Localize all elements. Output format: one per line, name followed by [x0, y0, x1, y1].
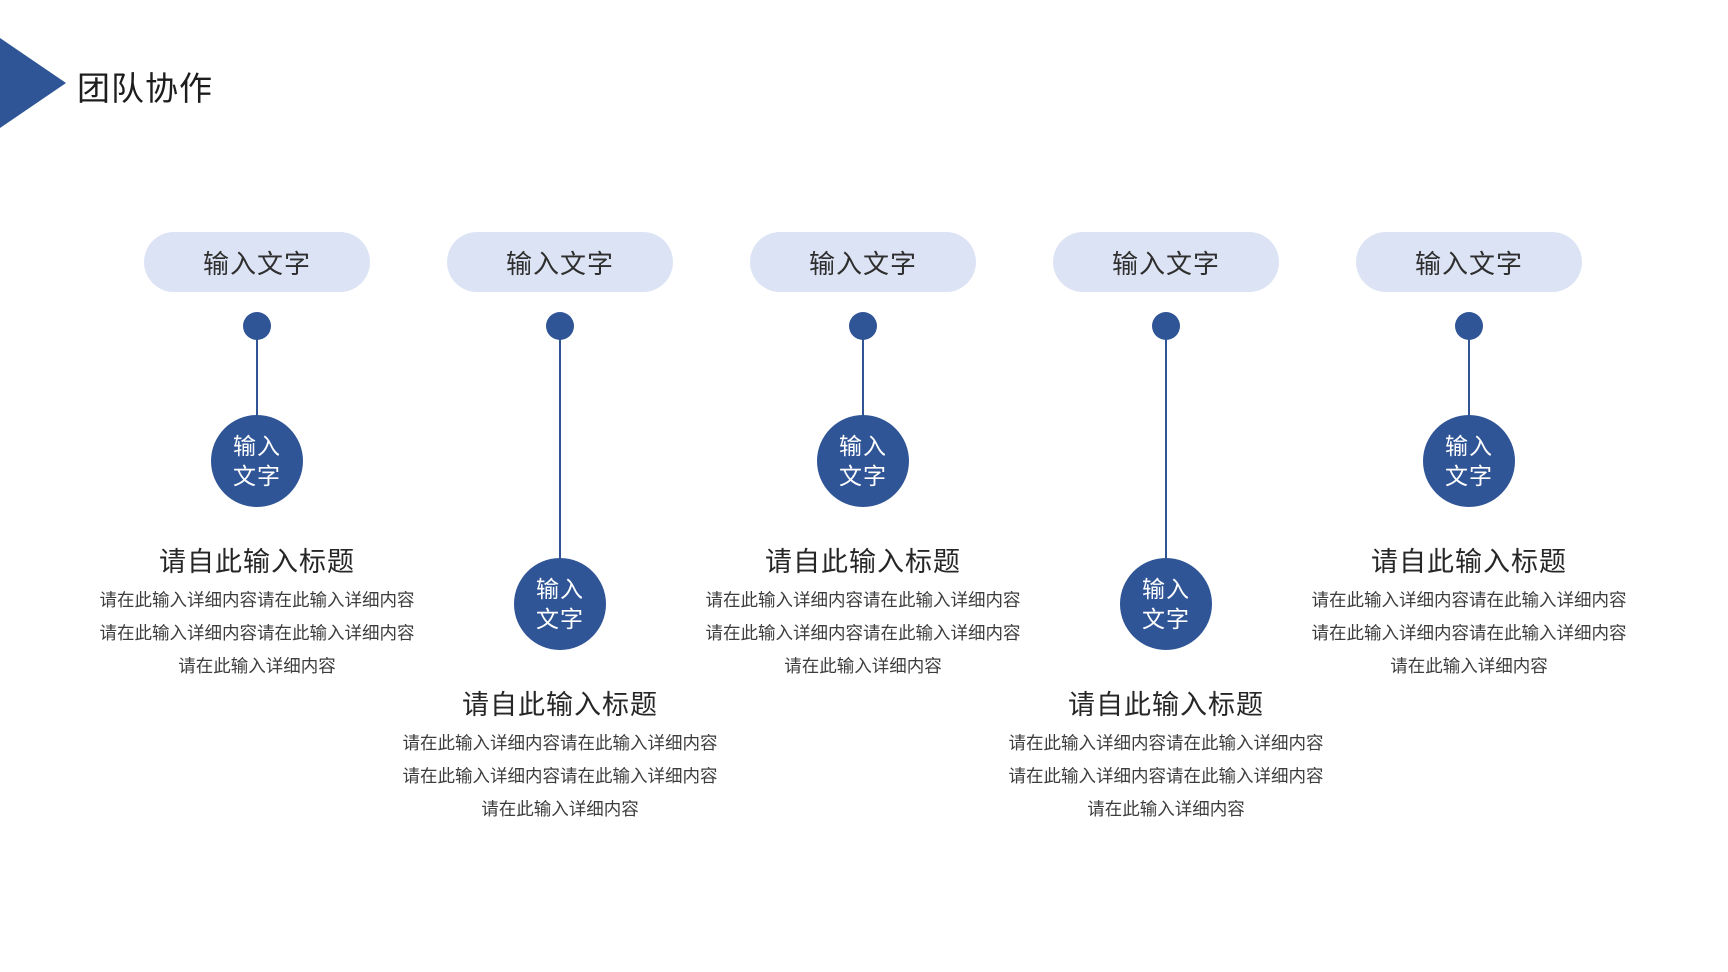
team-step-column-3: 输入文字 输入 文字 请自此输入标题 请在此输入详细内容请在此输入详细内容 请在…	[683, 0, 1043, 972]
step-pill-label[interactable]: 输入文字	[1356, 232, 1582, 292]
timeline-dot-icon	[1455, 312, 1483, 340]
step-node-circle[interactable]: 输入 文字	[1120, 558, 1212, 650]
step-description[interactable]: 请在此输入详细内容请在此输入详细内容 请在此输入详细内容请在此输入详细内容 请在…	[77, 584, 437, 683]
step-pill-label[interactable]: 输入文字	[750, 232, 976, 292]
timeline-dot-icon	[243, 312, 271, 340]
step-node-circle[interactable]: 输入 文字	[817, 415, 909, 507]
circle-text-line1: 输入	[839, 433, 887, 459]
step-pill-label[interactable]: 输入文字	[1053, 232, 1279, 292]
description-line: 请在此输入详细内容请在此输入详细内容	[705, 623, 1021, 643]
pill-text: 输入文字	[202, 248, 311, 279]
step-node-circle[interactable]: 输入 文字	[1423, 415, 1515, 507]
circle-text-line1: 输入	[536, 576, 584, 602]
circle-text-line2: 文字	[1445, 463, 1493, 489]
description-line: 请在此输入详细内容	[784, 656, 942, 676]
step-title[interactable]: 请自此输入标题	[1068, 690, 1264, 720]
step-description[interactable]: 请在此输入详细内容请在此输入详细内容 请在此输入详细内容请在此输入详细内容 请在…	[1289, 584, 1649, 683]
circle-text-line1: 输入	[1445, 433, 1493, 459]
team-step-column-4: 输入文字 输入 文字 请自此输入标题 请在此输入详细内容请在此输入详细内容 请在…	[986, 0, 1346, 972]
connector-line	[1165, 326, 1167, 568]
step-title[interactable]: 请自此输入标题	[159, 547, 355, 577]
description-line: 请在此输入详细内容请在此输入详细内容	[1311, 623, 1627, 643]
circle-text-line1: 输入	[1142, 576, 1190, 602]
circle-text-line1: 输入	[233, 433, 281, 459]
description-line: 请在此输入详细内容请在此输入详细内容	[1008, 766, 1324, 786]
description-line: 请在此输入详细内容请在此输入详细内容	[705, 590, 1021, 610]
step-title[interactable]: 请自此输入标题	[462, 690, 658, 720]
description-line: 请在此输入详细内容请在此输入详细内容	[99, 623, 415, 643]
circle-text-line2: 文字	[839, 463, 887, 489]
description-line: 请在此输入详细内容请在此输入详细内容	[1008, 733, 1324, 753]
connector-line	[559, 326, 561, 568]
step-node-circle[interactable]: 输入 文字	[211, 415, 303, 507]
pill-text: 输入文字	[1414, 248, 1523, 279]
circle-text-line2: 文字	[1142, 606, 1190, 632]
description-line: 请在此输入详细内容请在此输入详细内容	[1311, 590, 1627, 610]
step-description[interactable]: 请在此输入详细内容请在此输入详细内容 请在此输入详细内容请在此输入详细内容 请在…	[986, 727, 1346, 826]
timeline-dot-icon	[1152, 312, 1180, 340]
description-line: 请在此输入详细内容请在此输入详细内容	[99, 590, 415, 610]
description-line: 请在此输入详细内容	[1087, 799, 1245, 819]
step-pill-label[interactable]: 输入文字	[447, 232, 673, 292]
timeline-dot-icon	[849, 312, 877, 340]
description-line: 请在此输入详细内容请在此输入详细内容	[402, 733, 718, 753]
step-pill-label[interactable]: 输入文字	[144, 232, 370, 292]
description-line: 请在此输入详细内容	[481, 799, 639, 819]
timeline-dot-icon	[546, 312, 574, 340]
pill-text: 输入文字	[505, 248, 614, 279]
header-arrow-icon	[0, 38, 66, 128]
slide-title: 团队协作	[77, 70, 213, 107]
team-step-column-5: 输入文字 输入 文字 请自此输入标题 请在此输入详细内容请在此输入详细内容 请在…	[1289, 0, 1649, 972]
circle-text-line2: 文字	[536, 606, 584, 632]
step-description[interactable]: 请在此输入详细内容请在此输入详细内容 请在此输入详细内容请在此输入详细内容 请在…	[683, 584, 1043, 683]
description-line: 请在此输入详细内容请在此输入详细内容	[402, 766, 718, 786]
pill-text: 输入文字	[808, 248, 917, 279]
description-line: 请在此输入详细内容	[178, 656, 336, 676]
team-step-column-2: 输入文字 输入 文字 请自此输入标题 请在此输入详细内容请在此输入详细内容 请在…	[380, 0, 740, 972]
connector-line	[256, 326, 258, 426]
pill-text: 输入文字	[1111, 248, 1220, 279]
step-title[interactable]: 请自此输入标题	[765, 547, 961, 577]
connector-line	[1468, 326, 1470, 426]
step-node-circle[interactable]: 输入 文字	[514, 558, 606, 650]
step-title[interactable]: 请自此输入标题	[1371, 547, 1567, 577]
description-line: 请在此输入详细内容	[1390, 656, 1548, 676]
connector-line	[862, 326, 864, 426]
step-description[interactable]: 请在此输入详细内容请在此输入详细内容 请在此输入详细内容请在此输入详细内容 请在…	[380, 727, 740, 826]
circle-text-line2: 文字	[233, 463, 281, 489]
team-step-column-1: 输入文字 输入 文字 请自此输入标题 请在此输入详细内容请在此输入详细内容 请在…	[77, 0, 437, 972]
